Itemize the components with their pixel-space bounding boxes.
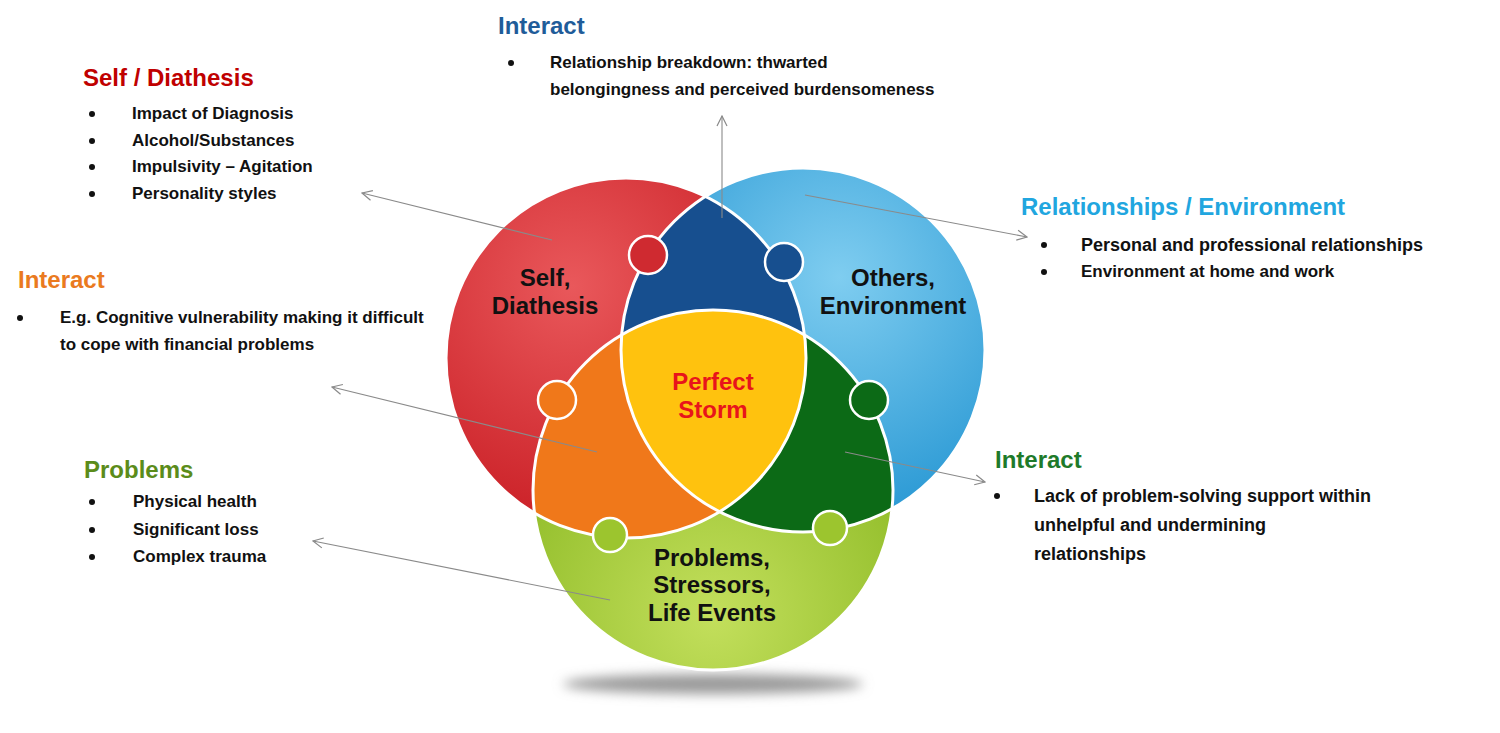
- leader-line: [721, 116, 722, 218]
- bullet-text: Alcohol/Substances: [132, 127, 362, 154]
- bullet-text: Complex trauma: [133, 543, 353, 570]
- shadow: [563, 674, 863, 694]
- puzzle-tab: [813, 511, 847, 545]
- circle-outline: [446, 178, 806, 538]
- bullet-dot: [89, 138, 95, 144]
- center-label: Perfect Storm: [654, 368, 772, 423]
- section-heading: Problems: [84, 456, 284, 485]
- bullet-text: Significant loss: [133, 516, 353, 543]
- bullet-dot: [89, 191, 95, 197]
- bullet-dot: [89, 164, 95, 170]
- bullet-text: E.g. Cognitive vulnerability making it d…: [60, 304, 440, 358]
- node-text: Self, Diathesis: [480, 264, 610, 319]
- leader-line: [845, 452, 985, 482]
- section-heading: Self / Diathesis: [83, 64, 343, 93]
- section-heading: Interact: [995, 446, 1195, 475]
- bullet-dot: [508, 60, 514, 66]
- puzzle-tab: [629, 236, 667, 274]
- bullet-text: Impact of Diagnosis: [132, 100, 362, 127]
- problems-circle: [533, 310, 893, 670]
- bullet-dot: [89, 527, 95, 533]
- bullet-dot: [89, 499, 95, 505]
- bullet-dot: [994, 493, 1000, 499]
- section-heading: Interact: [18, 266, 218, 295]
- bullet-text: Physical health: [133, 488, 353, 515]
- bullet-dot: [89, 111, 95, 117]
- puzzle-tab: [765, 243, 803, 281]
- overlap-center: [533, 310, 893, 670]
- bullet-dot: [1041, 269, 1047, 275]
- puzzle-tab: [538, 381, 576, 419]
- puzzle-tab: [593, 518, 627, 552]
- node-text: Problems, Stressors, Life Events: [637, 544, 787, 627]
- circle-label: Others, Environment: [803, 264, 983, 319]
- bullet-text: Relationship breakdown: thwarted belongi…: [550, 49, 950, 103]
- puzzle-tab: [850, 381, 888, 419]
- circle-outline: [621, 168, 985, 532]
- node-text: Others, Environment: [803, 264, 983, 319]
- overlap-others-problems: [533, 310, 893, 670]
- bullet-text: Environment at home and work: [1081, 258, 1481, 285]
- circle-label: Self, Diathesis: [480, 264, 610, 319]
- bullet-text: Impulsivity – Agitation: [132, 153, 362, 180]
- bullet-text: Personality styles: [132, 180, 362, 207]
- bullet-text: Personal and professional relationships: [1081, 231, 1481, 260]
- circle-outline: [533, 310, 893, 670]
- bullet-dot: [1041, 242, 1047, 248]
- section-heading: Interact: [498, 12, 698, 41]
- node-text: Perfect Storm: [654, 368, 772, 423]
- overlap-self-problems: [533, 310, 893, 670]
- bullet-dot: [17, 315, 23, 321]
- section-heading: Relationships / Environment: [1021, 193, 1421, 222]
- leader-line: [805, 195, 1027, 237]
- bullet-text: Lack of problem-solving support within u…: [1034, 482, 1379, 568]
- leader-line: [332, 387, 597, 452]
- leader-line: [313, 541, 610, 600]
- circle-label: Problems, Stressors, Life Events: [637, 544, 787, 627]
- leader-line: [362, 193, 552, 240]
- bullet-dot: [89, 554, 95, 560]
